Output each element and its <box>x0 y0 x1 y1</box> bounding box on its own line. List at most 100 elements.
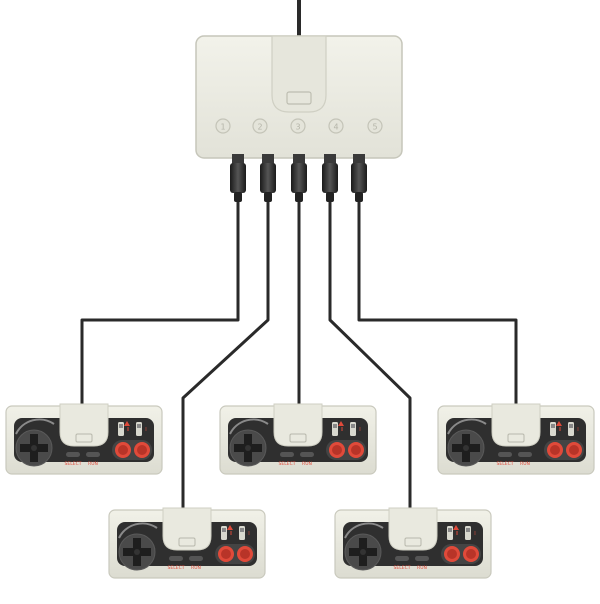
plug-body <box>230 163 246 193</box>
button-ii-inner <box>118 445 128 455</box>
turbo-switch-knob <box>351 424 355 428</box>
turbo-switch-knob <box>569 424 573 428</box>
controller-cable-bump <box>162 507 212 551</box>
turbo-label: II <box>341 427 344 433</box>
run-button <box>415 556 429 561</box>
turbo-marker-icon <box>556 421 562 426</box>
select-label: SELECT <box>65 461 82 467</box>
select-button <box>395 556 409 561</box>
run-button <box>300 452 314 457</box>
dpad-arc <box>447 418 487 435</box>
turbo-label: I <box>359 427 360 433</box>
controller-cable-bump <box>491 403 541 447</box>
turbo-label: I <box>248 531 249 537</box>
controller-logo-icon <box>289 433 307 443</box>
button-i-inner <box>569 445 579 455</box>
dpad-center <box>245 445 251 451</box>
run-label: RUN <box>191 565 201 571</box>
plug-icon-3 <box>291 154 307 202</box>
run-label: RUN <box>417 565 427 571</box>
turbo-switch-knob <box>119 424 123 428</box>
hub-port-label-1: 1 <box>220 123 225 132</box>
controller-logo-icon <box>75 433 93 443</box>
dpad-center <box>463 445 469 451</box>
hub-port-label-2: 2 <box>257 123 262 132</box>
hub-port-badge-2 <box>252 118 268 134</box>
plug-body <box>260 163 276 193</box>
run-button <box>86 452 100 457</box>
turbo-switch-knob <box>222 528 226 532</box>
run-button <box>189 556 203 561</box>
dpad-arc <box>229 418 269 435</box>
button-ii-inner <box>550 445 560 455</box>
turbo-marker-icon <box>453 525 459 530</box>
dpad-center <box>360 549 366 555</box>
turbo-marker-icon <box>227 525 233 530</box>
turbo-switch-knob <box>137 424 141 428</box>
plug-body <box>322 163 338 193</box>
controller-cable-4 <box>328 200 412 512</box>
dpad-center <box>31 445 37 451</box>
plug-collar <box>293 154 305 164</box>
plug-icon-5 <box>351 154 367 202</box>
plug-collar <box>232 154 244 164</box>
button-ii-inner <box>332 445 342 455</box>
select-button <box>280 452 294 457</box>
hub-logo-icon <box>286 91 312 105</box>
turbo-marker-icon <box>124 421 130 426</box>
turbo-marker-icon <box>338 421 344 426</box>
plug-collar <box>353 154 365 164</box>
select-label: SELECT <box>497 461 514 467</box>
plug-strain-relief <box>264 192 272 202</box>
controller-logo-icon <box>507 433 525 443</box>
controller-cable-bump <box>59 403 109 447</box>
dpad-arc <box>344 522 384 539</box>
turbo-switch-knob <box>240 528 244 532</box>
plug-body <box>351 163 367 193</box>
turbo-label: II <box>230 531 233 537</box>
turbo-label: II <box>456 531 459 537</box>
plug-body <box>291 163 307 193</box>
button-ii-inner <box>221 549 231 559</box>
controller-cable-2 <box>181 200 270 510</box>
controller-cable-bump <box>273 403 323 447</box>
hub-port-badge-4 <box>328 118 344 134</box>
dpad-arc <box>118 522 158 539</box>
select-button <box>498 452 512 457</box>
hub-port-label-5: 5 <box>372 123 377 132</box>
button-ii-inner <box>447 549 457 559</box>
run-button <box>518 452 532 457</box>
hub-center-bump <box>271 35 327 113</box>
turbo-switch-knob <box>333 424 337 428</box>
select-button <box>66 452 80 457</box>
turbo-label: I <box>577 427 578 433</box>
plug-collar <box>262 154 274 164</box>
controller-logo-icon <box>404 537 422 547</box>
plug-icon-4 <box>322 154 338 202</box>
controller-cable-bump <box>388 507 438 551</box>
turbo-label: I <box>474 531 475 537</box>
hub-plugs <box>230 154 367 202</box>
hub-port-badge-1 <box>215 118 231 134</box>
cables <box>80 200 518 512</box>
plug-collar <box>324 154 336 164</box>
turbo-label: I <box>145 427 146 433</box>
plug-strain-relief <box>234 192 242 202</box>
plug-strain-relief <box>326 192 334 202</box>
plug-icon-2 <box>260 154 276 202</box>
select-button <box>169 556 183 561</box>
button-i-inner <box>240 549 250 559</box>
controller-logo-icon <box>178 537 196 547</box>
hub-port-label-4: 4 <box>333 123 338 132</box>
hub-port-badge-5 <box>367 118 383 134</box>
dpad-arc <box>15 418 55 435</box>
plug-strain-relief <box>295 192 303 202</box>
select-label: SELECT <box>168 565 185 571</box>
